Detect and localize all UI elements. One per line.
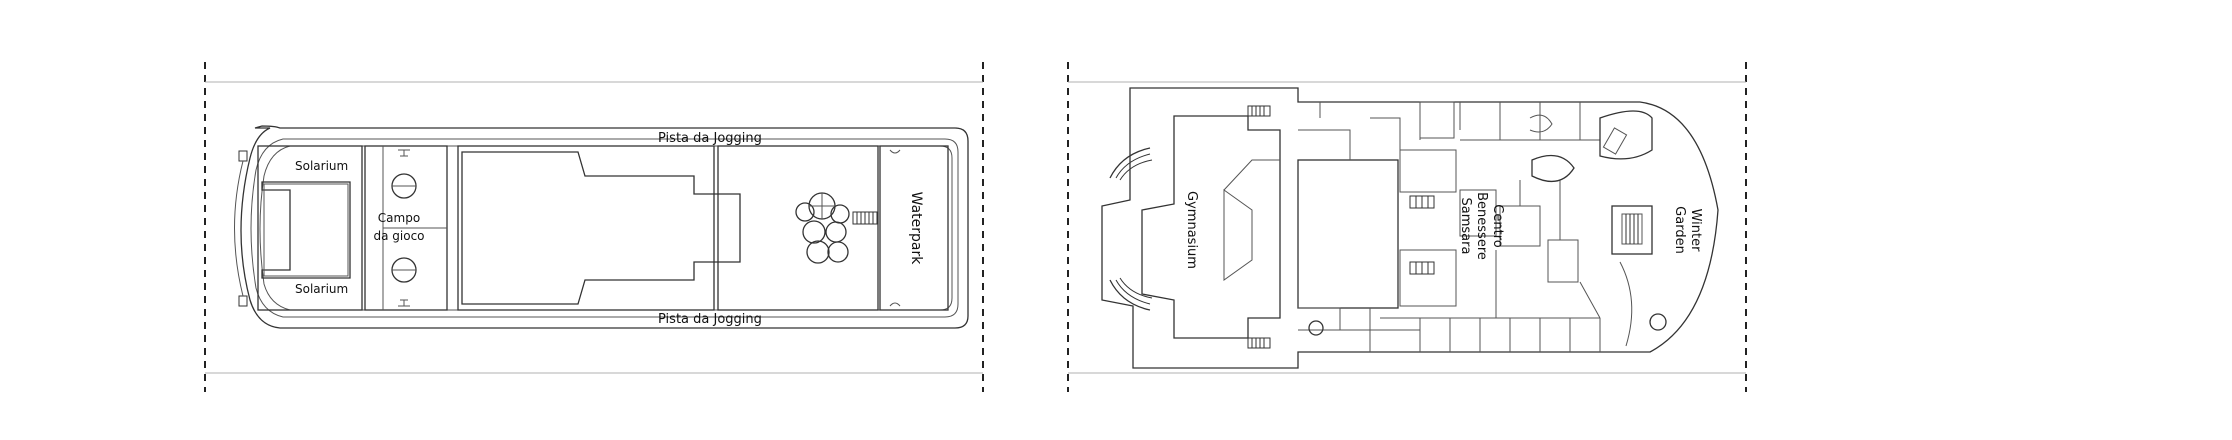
spa-stairs-1 [1409,195,1435,209]
spa-stairs-2 [1409,261,1435,275]
solarium-pool-inner [263,183,349,277]
jogging-track-inner [259,145,953,311]
waterpark-area [879,145,949,311]
spa-room-1 [1399,149,1457,193]
solarium-pool [261,181,351,279]
water-play-structure [795,192,850,264]
winter-garden-edge [1619,261,1633,347]
deck-b: Gymnasium Centro Benessere Samsara Winte… [1067,62,1747,392]
spa-corridor-lower [1298,307,1420,352]
spa-room-3 [1419,101,1455,139]
label-solarium-bottom: Solarium [295,282,348,296]
deck-a-bow-fitting-top [238,150,248,162]
label-winter-line2: Garden [1672,206,1687,254]
gym-window-bay-bottom [1109,277,1153,311]
gymnasium-stage-line [1223,159,1280,191]
gymnasium-stage [1223,189,1253,281]
spa-tub-2 [1529,114,1553,133]
spa-round-element-1 [1308,320,1324,336]
gym-window-bay-top [1109,147,1153,181]
label-campo-line2: da gioco [373,229,424,243]
label-centro-line2: Benessere [1474,192,1489,260]
spa-tub-1 [1531,154,1575,183]
winter-garden-planter [1602,127,1628,155]
label-winter-line1: Winter [1688,209,1703,253]
deck-a: Pista da Jogging Pista da Jogging Solari… [204,62,984,392]
waterpark-stairs-bottom [889,302,901,307]
spa-round-element-2 [1649,313,1667,331]
central-pool [461,151,741,305]
gymnasium-area [1141,115,1281,339]
label-solarium-top: Solarium [295,159,348,173]
label-centro-line3: Samsara [1458,198,1473,255]
spa-partitions-lower [1380,317,1601,352]
basket-icon-top [398,149,410,157]
deck-b-hull-outline [1101,87,1719,369]
central-pool-deck [457,145,715,311]
basket-icon-bottom [398,299,410,307]
spa-partitions-upper [1419,102,1600,141]
label-jogging-top: Pista da Jogging [658,131,762,146]
deck-a-hull-outline [240,125,969,329]
spa-corridor-block [1297,159,1399,309]
jogging-track [250,138,959,318]
spa-dividers-mid [1495,180,1601,319]
winter-garden-staircase [1611,205,1653,255]
gym-stairs-bottom [1247,337,1271,349]
spa-room-2 [1399,249,1457,307]
aft-deck-area [717,145,879,311]
spa-room-5 [1499,205,1541,247]
spa-corridor-upper [1298,102,1401,160]
label-campo-line1: Campo [378,211,420,225]
label-gymnasium: Gymnasium [1184,191,1199,269]
deck-a-bow-fitting-bottom [238,295,248,307]
spa-room-4 [1459,189,1497,237]
solarium-area [257,145,363,311]
gym-stairs-top [1247,105,1271,117]
spa-room-6 [1547,239,1579,283]
deck-a-bow-edge [234,160,244,297]
label-waterpark: Waterpark [908,192,924,266]
waterpark-stairs-top [889,149,901,154]
label-jogging-bottom: Pista da Jogging [658,312,762,327]
waterslide-stairs [852,211,878,225]
label-centro-line1: Centro [1490,204,1505,247]
winter-garden-area [1599,110,1653,160]
